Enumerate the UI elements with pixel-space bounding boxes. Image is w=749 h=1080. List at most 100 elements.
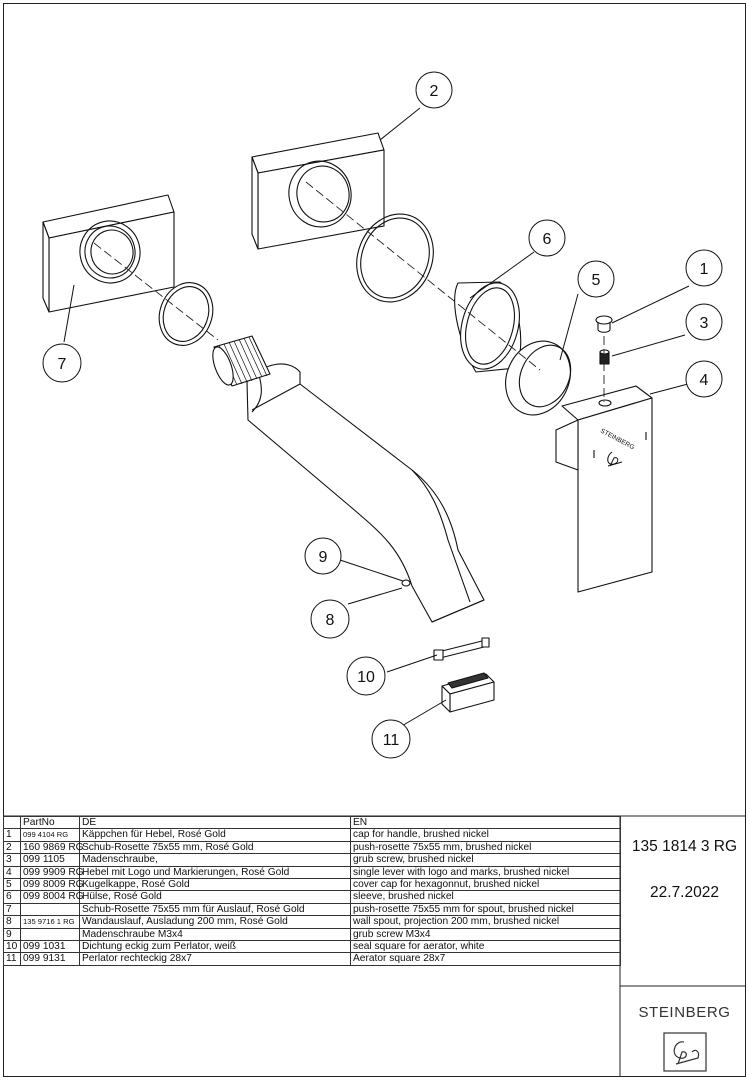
row-partno <box>20 927 80 942</box>
row-partno <box>20 902 80 917</box>
row-de: Schub-Rosette 75x55 mm, Rosé Gold <box>79 840 351 855</box>
row-partno: 099 8004 RG <box>20 890 84 904</box>
table-row: 1 099 4104 RG Käppchen für Hebel, Rosé G… <box>3 828 621 842</box>
leader-line-4 <box>649 383 689 395</box>
row-pos: 8 <box>3 915 21 929</box>
leader-line-10 <box>386 654 438 673</box>
table-row: 2 160 9869 RG Schub-Rosette 75x55 mm, Ro… <box>3 840 621 855</box>
row-de: Hebel mit Logo und Markierungen, Rosé Go… <box>79 865 351 880</box>
row-de: Madenschraube M3x4 <box>79 927 351 942</box>
brand-name: STEINBERG <box>638 1004 731 1021</box>
row-pos: 5 <box>3 878 21 892</box>
leader-line-7 <box>63 284 75 343</box>
row-en: wall spout, projection 200 mm, brushed n… <box>350 915 621 929</box>
callout-circle-7 <box>42 343 82 383</box>
lever-rosette-part-2 <box>251 132 385 250</box>
row-partno: 099 1031 <box>20 940 80 954</box>
header-partno: PartNo <box>20 815 80 830</box>
callout-label: 1 <box>700 261 709 278</box>
row-de: Dichtung eckig zum Perlator, weiß <box>79 940 351 954</box>
callout-circle-4 <box>685 360 723 398</box>
row-pos: 3 <box>3 853 21 867</box>
row-pos: 6 <box>3 890 21 904</box>
row-pos: 10 <box>3 940 21 954</box>
row-pos: 1 <box>3 828 21 842</box>
table-row: 9 Madenschraube M3x4 grub screw M3x4 <box>3 927 621 942</box>
header-en: EN <box>350 815 621 830</box>
leader-line-1 <box>611 285 690 324</box>
row-en: single lever with logo and marks, brushe… <box>350 865 621 880</box>
callout-circle-10 <box>346 656 386 696</box>
spout-rosette-part-7 <box>42 194 175 313</box>
row-pos: 9 <box>3 927 21 942</box>
wall-spout-part-8 <box>212 335 485 623</box>
row-partno: 099 8009 RG <box>20 878 84 892</box>
table-row: 10 099 1031 Dichtung eckig zum Perlator,… <box>3 940 621 954</box>
row-pos: 2 <box>3 840 21 855</box>
callout-circle-8 <box>310 599 350 639</box>
drawing-date: 22.7.2022 <box>650 884 719 901</box>
steinberg-logo-icon <box>663 1032 707 1072</box>
cover-cap-part-5 <box>505 340 572 416</box>
row-pos: 7 <box>3 902 21 917</box>
callout-label: 11 <box>383 732 400 749</box>
callout-circle-9 <box>304 537 342 575</box>
table-row: 6 099 8004 RG Hülse, Rosé Gold sleeve, b… <box>3 890 621 904</box>
aerator-seal-part-10 <box>433 637 490 661</box>
row-de: Perlator rechteckig 28x7 <box>79 952 351 966</box>
callout-circle-2 <box>415 71 453 109</box>
callout-label: 7 <box>58 356 67 373</box>
row-partno: 099 9909 RG <box>20 865 84 880</box>
grub-screw-part-9 <box>401 579 411 587</box>
article-number: 135 1814 3 RG <box>631 838 738 855</box>
row-en: grub screw, brushed nickel <box>350 853 621 867</box>
table-header-row: PartNo DE EN <box>3 815 621 830</box>
row-en: cover cap for hexagonnut, brushed nickel <box>350 878 621 892</box>
callout-label: 5 <box>592 272 601 289</box>
handle-cap-part-1 <box>595 315 613 333</box>
row-partno: 099 4104 RG <box>20 828 80 842</box>
axis-line-lever <box>305 181 541 371</box>
row-en: cap for handle, brushed nickel <box>350 828 621 842</box>
callout-label: 10 <box>357 669 375 686</box>
table-row: 7 Schub-Rosette 75x55 mm für Auslauf, Ro… <box>3 902 621 917</box>
row-en: Aerator square 28x7 <box>350 952 621 966</box>
row-partno: 099 1105 <box>20 853 80 867</box>
drawing-border <box>3 3 746 1077</box>
row-en: grub screw M3x4 <box>350 927 621 942</box>
axis-line-spout <box>93 242 219 341</box>
leader-line-9 <box>339 559 404 582</box>
leader-line-3 <box>611 334 686 357</box>
header-pos <box>3 815 21 830</box>
row-en: seal square for aerator, white <box>350 940 621 954</box>
callout-circle-3 <box>685 303 723 341</box>
row-de: Schub-Rosette 75x55 mm für Auslauf, Rosé… <box>79 902 351 917</box>
leader-line-8 <box>347 587 403 605</box>
row-pos: 11 <box>3 952 21 966</box>
row-partno: 135 9716 1 RG <box>20 915 80 929</box>
leader-line-2 <box>379 107 421 141</box>
row-de: Wandauslauf, Ausladung 200 mm, Rosé Gold <box>79 915 351 929</box>
callout-circle-6 <box>528 219 566 257</box>
sleeve-part-6 <box>454 281 522 373</box>
row-partno: 099 9131 <box>20 952 80 966</box>
table-row: 4 099 9909 RG Hebel mit Logo und Markier… <box>3 865 621 880</box>
callout-circle-1 <box>685 249 723 287</box>
row-de: Käppchen für Hebel, Rosé Gold <box>79 828 351 842</box>
callout-circle-5 <box>577 260 615 298</box>
parts-list-table: PartNo DE EN 1 099 4104 RG Käppchen für … <box>3 815 621 966</box>
row-de: Kugelkappe, Rosé Gold <box>79 878 351 892</box>
row-en: sleeve, brushed nickel <box>350 890 621 904</box>
row-en: push-rosette 75x55 mm, brushed nickel <box>350 840 621 855</box>
table-row: 5 099 8009 RG Kugelkappe, Rosé Gold cove… <box>3 878 621 892</box>
table-row: 8 135 9716 1 RG Wandauslauf, Ausladung 2… <box>3 915 621 929</box>
row-en: push-rosette 75x55 mm for spout, brushed… <box>350 902 621 917</box>
leader-line-6 <box>469 251 535 299</box>
table-row: 3 099 1105 Madenschraube, grub screw, br… <box>3 853 621 867</box>
callout-label: 2 <box>430 83 439 100</box>
row-pos: 4 <box>3 865 21 880</box>
row-de: Hülse, Rosé Gold <box>79 890 351 904</box>
aerator-part-11 <box>441 672 495 713</box>
spout-seal-ring <box>158 282 214 346</box>
